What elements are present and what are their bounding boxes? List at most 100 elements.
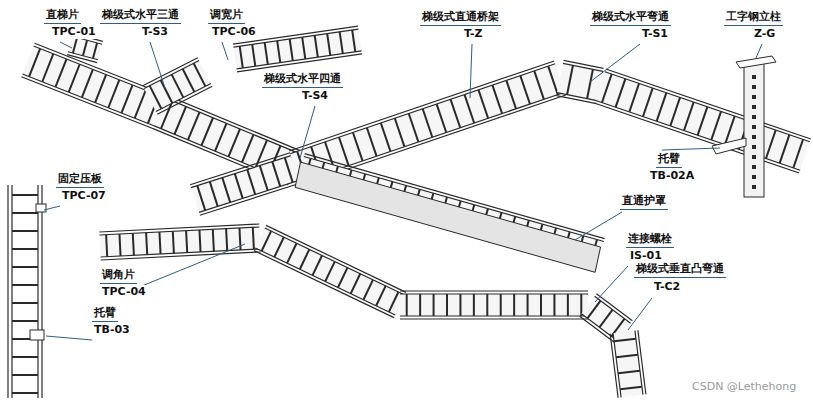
- tray-rail: [400, 318, 588, 319]
- leader-line: [150, 42, 165, 88]
- vertical-ladder: [8, 185, 46, 398]
- tray-rung: [240, 46, 243, 68]
- tray-rung: [553, 294, 555, 316]
- tray-rung: [725, 116, 735, 144]
- part-name: 工字钢立柱: [724, 10, 783, 26]
- tray-rung: [513, 294, 515, 316]
- tray-rung: [602, 74, 612, 102]
- tray-rung: [437, 104, 447, 132]
- ladder-rung: [12, 374, 38, 376]
- tray-rung: [242, 135, 253, 163]
- part-name: 托臂: [92, 306, 118, 322]
- tray-rung: [395, 118, 405, 146]
- part-code: TPC-04: [100, 285, 148, 299]
- ladder-rail: [37, 185, 38, 398]
- tray-rung: [419, 294, 421, 316]
- tray-rung: [108, 80, 119, 108]
- column-hole: [752, 155, 756, 159]
- tray-rung: [616, 355, 638, 358]
- tray-rail: [101, 252, 261, 260]
- tray-rung: [643, 88, 653, 116]
- tray-rung: [409, 114, 419, 142]
- watermark: CSDN @Lethehong: [690, 380, 798, 394]
- column-hole: [752, 145, 756, 149]
- tray-rung: [56, 59, 67, 87]
- part-code: T-S1: [640, 27, 670, 41]
- tray-rung: [629, 83, 639, 111]
- tray-rung: [135, 90, 146, 118]
- tray-rung: [315, 35, 318, 57]
- ladder-rung: [12, 302, 38, 304]
- tray-rung: [567, 294, 569, 316]
- tray-rung: [122, 85, 133, 113]
- part-code: T-S3: [140, 25, 170, 39]
- part-code: Z-G: [752, 27, 777, 41]
- tray-rung: [159, 232, 160, 254]
- tray-rung: [478, 90, 488, 118]
- bracket-arm: [712, 138, 746, 154]
- column-hole: [752, 75, 756, 79]
- tray-rung: [188, 112, 199, 140]
- tray-rung: [260, 166, 268, 191]
- ladder-rung: [12, 194, 38, 196]
- tray-rung: [327, 34, 330, 56]
- tray-rung: [210, 182, 218, 207]
- ladder-rung: [12, 266, 38, 268]
- tray-rung: [389, 292, 398, 312]
- leader-line: [300, 106, 315, 158]
- part-name: 梯级式直通桥架: [420, 10, 501, 26]
- tray-rung: [793, 139, 803, 167]
- part-code: TPC-01: [50, 25, 98, 39]
- tray-rung: [229, 129, 240, 157]
- tray-floor: [400, 294, 588, 316]
- tray-rung: [69, 64, 80, 92]
- tray-rung: [161, 80, 173, 103]
- tray-rung: [300, 249, 309, 269]
- leader-line: [756, 44, 762, 58]
- tray-rung: [698, 107, 708, 135]
- tray-rung: [506, 80, 516, 108]
- leader-line: [575, 212, 622, 240]
- tray-rung: [451, 99, 461, 127]
- leader-line: [132, 244, 245, 290]
- tray-rung: [83, 40, 87, 55]
- bracket-arm: [30, 330, 44, 340]
- ladder-rung: [12, 320, 38, 322]
- tray-rung: [285, 158, 293, 183]
- tray-rung: [446, 294, 448, 316]
- part-name: 托臂: [656, 152, 682, 168]
- tray-rung: [42, 54, 53, 82]
- tray-rung: [367, 128, 377, 156]
- column-body: [744, 62, 764, 197]
- leader-line: [590, 44, 640, 82]
- column-hole: [752, 85, 756, 89]
- tray-rung: [183, 69, 195, 92]
- tray-rung: [325, 262, 334, 282]
- tray-rail: [556, 96, 596, 104]
- tray-rung: [492, 85, 502, 113]
- column-hole: [752, 165, 756, 169]
- part-name: 梯级式垂直凸弯通: [634, 262, 726, 278]
- tray-rung: [500, 294, 502, 316]
- tray-rung: [618, 371, 640, 374]
- tray-rung: [465, 95, 475, 123]
- tray-rung: [527, 294, 529, 316]
- tray-rung: [197, 186, 205, 211]
- tray-rail: [596, 294, 632, 321]
- part-code: T-C2: [652, 280, 682, 294]
- part-code: T-Z: [462, 27, 484, 41]
- tray-rung: [202, 118, 213, 146]
- tray-floor: [191, 156, 299, 213]
- tray-rung: [247, 170, 255, 195]
- tray-rung: [670, 97, 680, 125]
- tray-rung: [287, 243, 296, 263]
- part-code: IS-01: [628, 249, 664, 263]
- tray-rung: [194, 63, 206, 86]
- tray-rung: [290, 39, 293, 61]
- part-code: TB-03: [92, 323, 132, 337]
- tray-rung: [567, 65, 573, 94]
- part-name: 直梯片: [44, 8, 81, 24]
- tray-rung: [616, 79, 626, 107]
- column-hole: [752, 185, 756, 189]
